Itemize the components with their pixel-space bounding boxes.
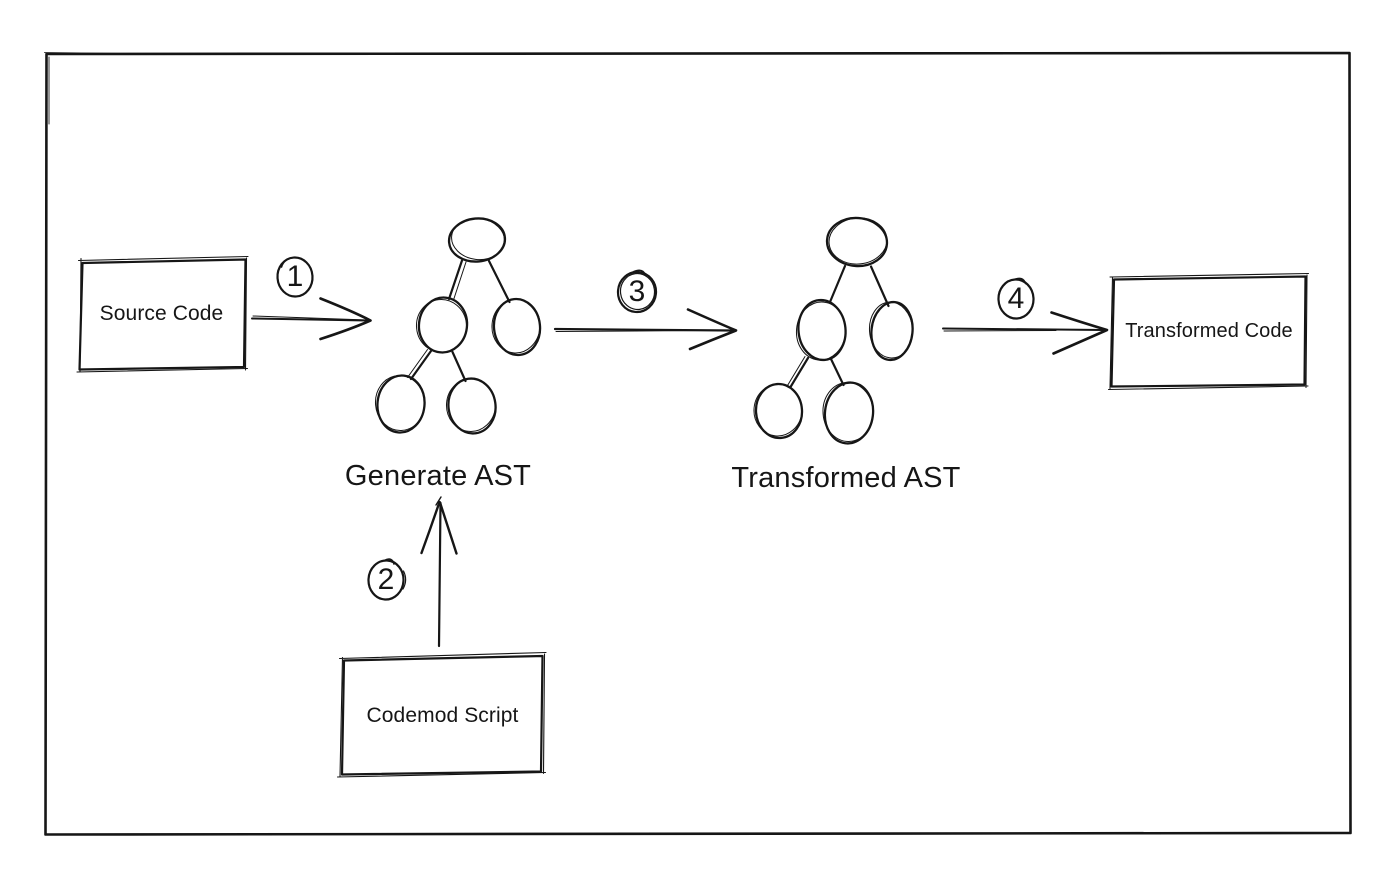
source-code-box: Source Code [78, 260, 245, 368]
transformed-code-box: Transformed Code [1110, 275, 1308, 387]
flow-arrow-1 [251, 297, 372, 341]
source-code-box-outline [76, 255, 249, 373]
generate-ast-text: Generate AST [344, 459, 532, 492]
step-3-number: 3 [628, 275, 646, 308]
step-1-number: 1 [286, 260, 304, 293]
step-4-badge: 4 [998, 281, 1034, 317]
transformed-ast-label: Transformed AST [716, 460, 976, 496]
flow-arrow-2 [420, 496, 458, 648]
flow-arrow-4 [942, 311, 1109, 355]
step-4-number: 4 [1007, 282, 1025, 315]
outer-frame [43, 51, 1352, 836]
step-4-circle [997, 277, 1035, 320]
step-2-number: 2 [377, 563, 395, 596]
step-2-badge: 2 [368, 562, 404, 598]
codemod-script-box-outline [336, 651, 547, 778]
codemod-script-label: Codemod Script [366, 704, 519, 727]
transformed-ast-tree-drawing [753, 216, 914, 445]
generate-ast-tree-drawing [374, 217, 542, 435]
transformed-code-label: Transformed Code [1125, 319, 1293, 342]
transformed-code-box-outline [1107, 272, 1310, 391]
step-3-badge: 3 [619, 274, 655, 310]
source-code-label: Source Code [99, 302, 224, 325]
transformed-ast-text: Transformed AST [731, 461, 961, 494]
generate-ast-label: Generate AST [318, 458, 558, 494]
step-3-circle [616, 269, 658, 314]
step-1-badge: 1 [277, 259, 313, 295]
step-1-circle [276, 256, 314, 298]
codemod-script-box: Codemod Script [340, 657, 545, 775]
flow-arrow-3 [553, 308, 738, 351]
step-2-circle [367, 558, 407, 601]
